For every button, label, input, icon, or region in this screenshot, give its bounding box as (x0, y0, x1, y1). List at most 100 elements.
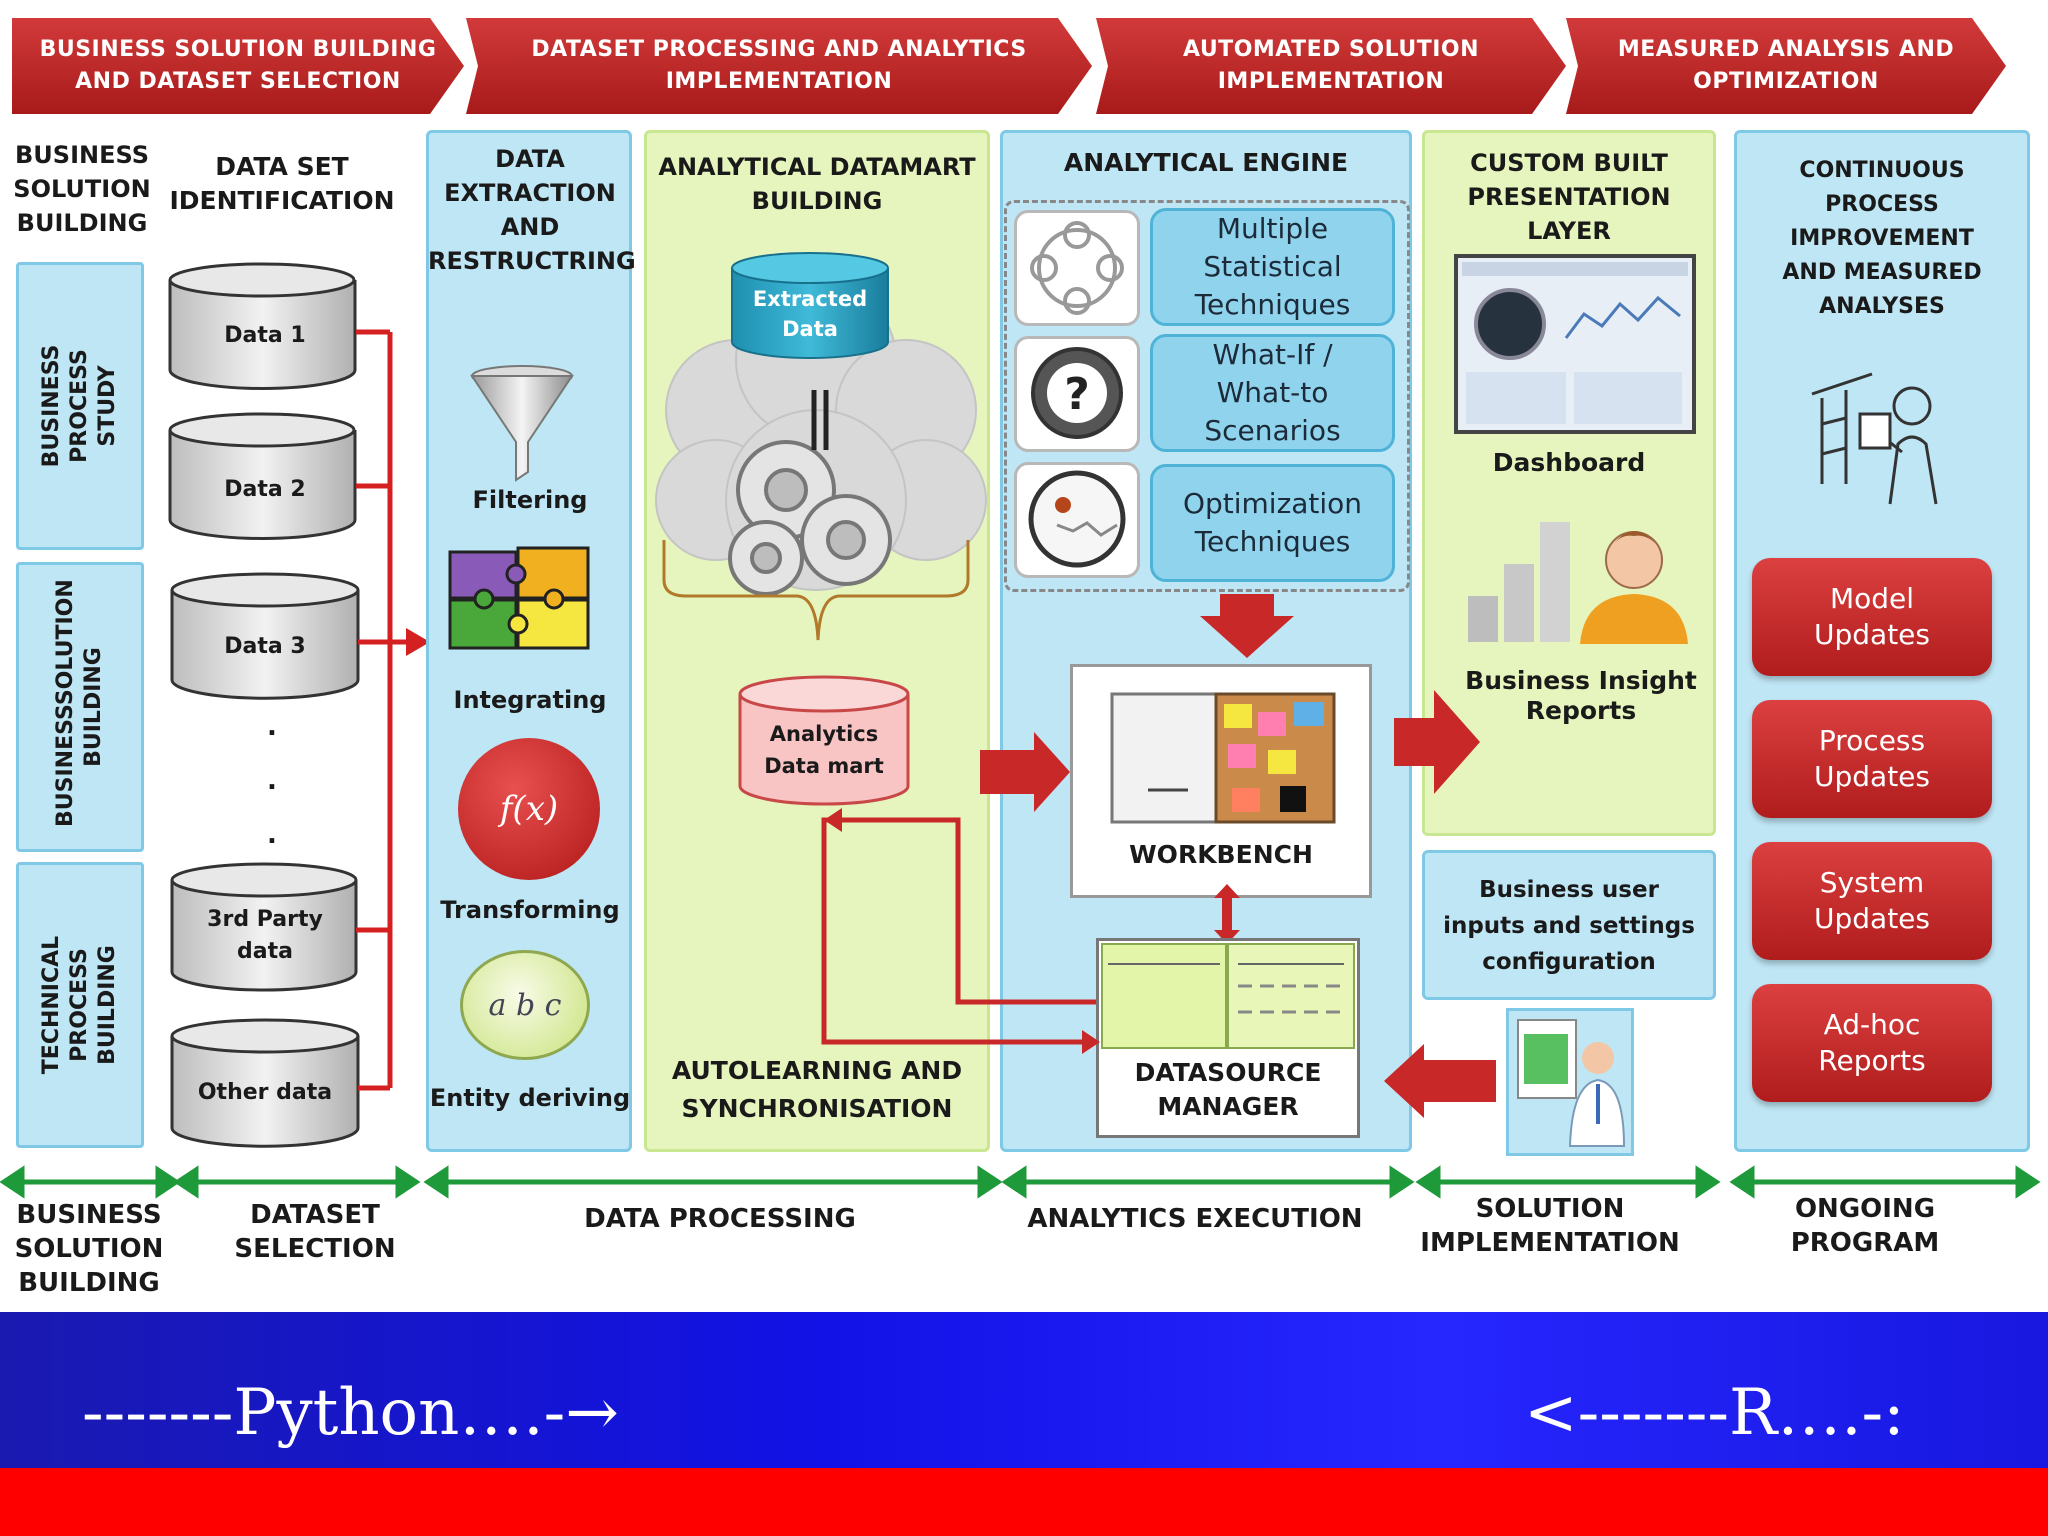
footer-analytics-execution: ANALYTICS EXECUTION (1027, 1204, 1363, 1234)
phase-banner-2: DATASET PROCESSING AND ANALYTICS IMPLEME… (466, 18, 1092, 114)
technique-statistical: Multiple Statistical Techniques (1150, 208, 1395, 326)
bottom-red-band (0, 1468, 2048, 1536)
feedback-arrowhead-left (824, 808, 842, 832)
analytics-datamart-label: Analytics Data mart (764, 722, 884, 778)
cylinder-data-3 (170, 572, 360, 700)
engine-to-presentation-arrow (1394, 690, 1480, 794)
optimization-icon (1014, 462, 1140, 578)
step-integrating: Integrating (453, 686, 607, 714)
footer-dataset-selection: DATASET SELECTION (234, 1200, 396, 1264)
cylinder-other-data (170, 1018, 360, 1148)
workbench-datasource-connector (1214, 884, 1240, 944)
cylinder-label-other-data: Other data (197, 1080, 333, 1105)
inputs-to-datasource-arrow (1384, 1044, 1496, 1118)
tab-business-solution-building: BUSINESSSOLUTION BUILDING (16, 562, 144, 852)
extracted-data-cylinder (731, 252, 889, 359)
footer-ongoing-program: ONGOING PROGRAM (1790, 1194, 1940, 1258)
presenter-icon (1517, 1019, 1626, 1147)
tab-business-solution-building-label: BUSINESSSOLUTION BUILDING (53, 579, 106, 827)
datamart-to-workbench-arrow (980, 732, 1070, 812)
analytics-datamart-cylinder (738, 675, 910, 806)
datasource-icon (1101, 943, 1355, 1049)
cylinder-data-1 (168, 262, 357, 390)
phase-banner-4: MEASURED ANALYSIS AND OPTIMIZATION (1566, 18, 2006, 114)
tab-technical-process-building-label: TECHNICAL PROCESS BUILDING (39, 935, 120, 1075)
puzzle-icon (448, 546, 590, 650)
tab-technical-process-building: TECHNICAL PROCESS BUILDING (16, 862, 144, 1148)
datamart-title: ANALYTICAL DATAMART BUILDING (658, 153, 976, 215)
cylinder-3rd-party-data (170, 862, 358, 992)
r-caption: <-------R….-: (1524, 1376, 1905, 1450)
footer-solution-implementation: SOLUTION IMPLEMENTATION (1420, 1194, 1680, 1258)
engine-down-arrow (1200, 594, 1294, 658)
business-title: BUSINESS SOLUTION BUILDING (13, 141, 151, 237)
span-arrow-solution (1415, 1165, 1721, 1199)
feedback-loop-lines (821, 817, 1096, 1045)
dataset-ellipsis: . . . (267, 712, 277, 850)
datasource-label: DATASOURCE MANAGER (1134, 1058, 1322, 1121)
workbench-label: WORKBENCH (1129, 840, 1313, 869)
model-updates-button: Model Updates (1752, 558, 1992, 676)
step-entity-deriving: Entity deriving (429, 1084, 631, 1112)
sync-arrows (811, 390, 829, 450)
dashboard-label: Dashboard (1492, 448, 1646, 477)
abc-label: a b c (488, 987, 562, 1023)
step-filtering: Filtering (472, 486, 588, 514)
technique-what-if: What-If / What-to Scenarios (1150, 334, 1395, 452)
statistical-icon (1014, 210, 1140, 326)
process-updates-button: Process Updates (1752, 700, 1992, 818)
bottom-blue-band (0, 1312, 2048, 1468)
extracted-data-label: Extracted Data (752, 287, 868, 341)
step-transforming: Transforming (440, 896, 620, 924)
cylinder-label-3rd-party: 3rd Party data (207, 907, 323, 964)
technique-optimization: Optimization Techniques (1150, 464, 1395, 582)
abc-icon: a b c (460, 950, 590, 1060)
datamart-footer: AUTOLEARNING AND SYNCHRONISATION (671, 1056, 963, 1123)
span-arrow-dataset (173, 1165, 421, 1199)
span-arrow-processing (423, 1165, 1003, 1199)
cylinder-label-data-1: Data 1 (224, 323, 306, 348)
inputs-panel (1422, 850, 1716, 1000)
dataset-diagram (168, 262, 430, 1148)
techniques-group (1004, 200, 1410, 592)
phase-banner-1: BUSINESS SOLUTION BUILDING AND DATASET S… (12, 18, 464, 114)
span-arrows (0, 1165, 2041, 1199)
dashboard-thumbnail (1454, 254, 1696, 434)
footer-business-solution-building: BUSINESS SOLUTION BUILDING (14, 1200, 164, 1298)
span-arrow-business (0, 1165, 181, 1199)
tab-business-process-study: BUSINESS PROCESS STUDY (16, 262, 144, 550)
dataset-title: DATA SET IDENTIFICATION (169, 152, 395, 215)
span-arrow-ongoing (1729, 1165, 2041, 1199)
improvement-sketch-icon (1811, 372, 1938, 505)
connector-lines (356, 329, 408, 1091)
gears-icon (728, 440, 892, 596)
fx-label: f(x) (499, 789, 559, 829)
cloud-gears-graphic (655, 279, 987, 641)
ongoing-title: CONTINUOUS PROCESS IMPROVEMENT AND MEASU… (1782, 158, 1982, 319)
presentation-panel (1422, 130, 1716, 836)
presentation-title: CUSTOM BUILT PRESENTATION LAYER (1467, 149, 1671, 245)
footer-data-processing: DATA PROCESSING (584, 1204, 856, 1234)
funnel-icon (470, 365, 574, 482)
system-updates-button: System Updates (1752, 842, 1992, 960)
ad-hoc-reports-button: Ad-hoc Reports (1752, 984, 1992, 1102)
span-arrow-analytics (1001, 1165, 1415, 1199)
svg-text:?: ? (1064, 369, 1090, 420)
phase-banner-3: AUTOMATED SOLUTION IMPLEMENTATION (1096, 18, 1566, 114)
inputs-label: Business user inputs and settings config… (1443, 877, 1695, 975)
engine-title: ANALYTICAL ENGINE (1063, 148, 1349, 177)
extraction-title: DATA EXTRACTION AND RESTRUCTRING (428, 145, 636, 275)
cylinder-data-2 (168, 412, 357, 540)
connector-arrowhead (406, 628, 430, 656)
question-icon: ? (1014, 336, 1140, 452)
cylinder-label-data-3: Data 3 (224, 634, 306, 659)
reports-label: Business Insight Reports (1465, 666, 1697, 725)
feedback-arrowhead-right (1082, 1030, 1100, 1054)
brace-line (662, 540, 970, 641)
cylinder-label-data-2: Data 2 (224, 477, 306, 502)
python-caption: -------Python….-→ (82, 1376, 619, 1450)
workbench-icon (1110, 692, 1336, 824)
tab-business-process-study-label: BUSINESS PROCESS STUDY (39, 344, 120, 468)
reports-icon (1468, 522, 1688, 644)
fx-icon: f(x) (458, 738, 600, 880)
